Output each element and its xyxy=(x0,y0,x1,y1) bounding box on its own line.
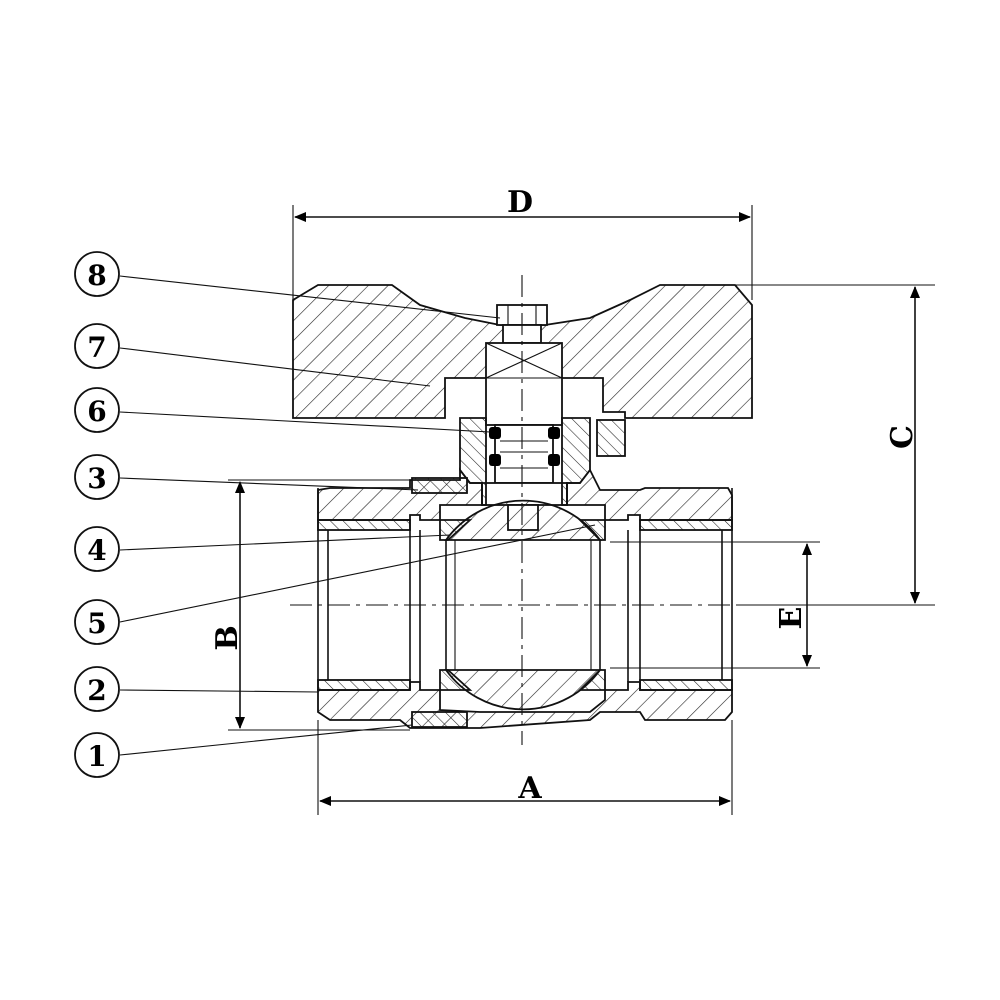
svg-text:2: 2 xyxy=(87,674,106,707)
ball xyxy=(444,499,602,711)
o-ring xyxy=(489,454,501,466)
callout-4: 4 xyxy=(74,526,120,572)
end-cap-gasket xyxy=(411,477,468,494)
dimension-label-c: C xyxy=(885,425,920,449)
callout-3: 3 xyxy=(74,454,120,500)
callout-2: 2 xyxy=(74,666,120,712)
callout-5: 5 xyxy=(74,599,120,645)
callout-8: 8 xyxy=(74,251,120,297)
svg-text:4: 4 xyxy=(87,534,106,567)
svg-text:6: 6 xyxy=(87,395,106,428)
svg-text:8: 8 xyxy=(87,259,106,292)
valve-body xyxy=(317,467,733,729)
dimension-label-a: A xyxy=(517,771,542,806)
stem-square xyxy=(485,342,563,426)
handle-stop-tab xyxy=(596,419,626,457)
svg-text:7: 7 xyxy=(87,331,106,364)
o-ring xyxy=(489,427,501,439)
callout-7: 7 xyxy=(74,323,120,369)
dimension-label-d: D xyxy=(507,185,533,220)
leader-lines xyxy=(119,275,596,756)
callout-balloons: 8 7 6 3 4 5 2 1 xyxy=(74,251,120,778)
svg-text:3: 3 xyxy=(87,462,106,495)
dimension-labels: D C E B A xyxy=(210,185,920,806)
dimension-lines xyxy=(228,205,935,815)
center-lines xyxy=(290,275,760,745)
callout-1: 1 xyxy=(74,732,120,778)
stem-assembly xyxy=(481,304,568,531)
dimension-label-b: B xyxy=(210,625,245,650)
dimension-label-e: E xyxy=(774,607,809,630)
svg-text:1: 1 xyxy=(87,740,106,773)
svg-text:5: 5 xyxy=(87,607,106,640)
callout-6: 6 xyxy=(74,387,120,433)
